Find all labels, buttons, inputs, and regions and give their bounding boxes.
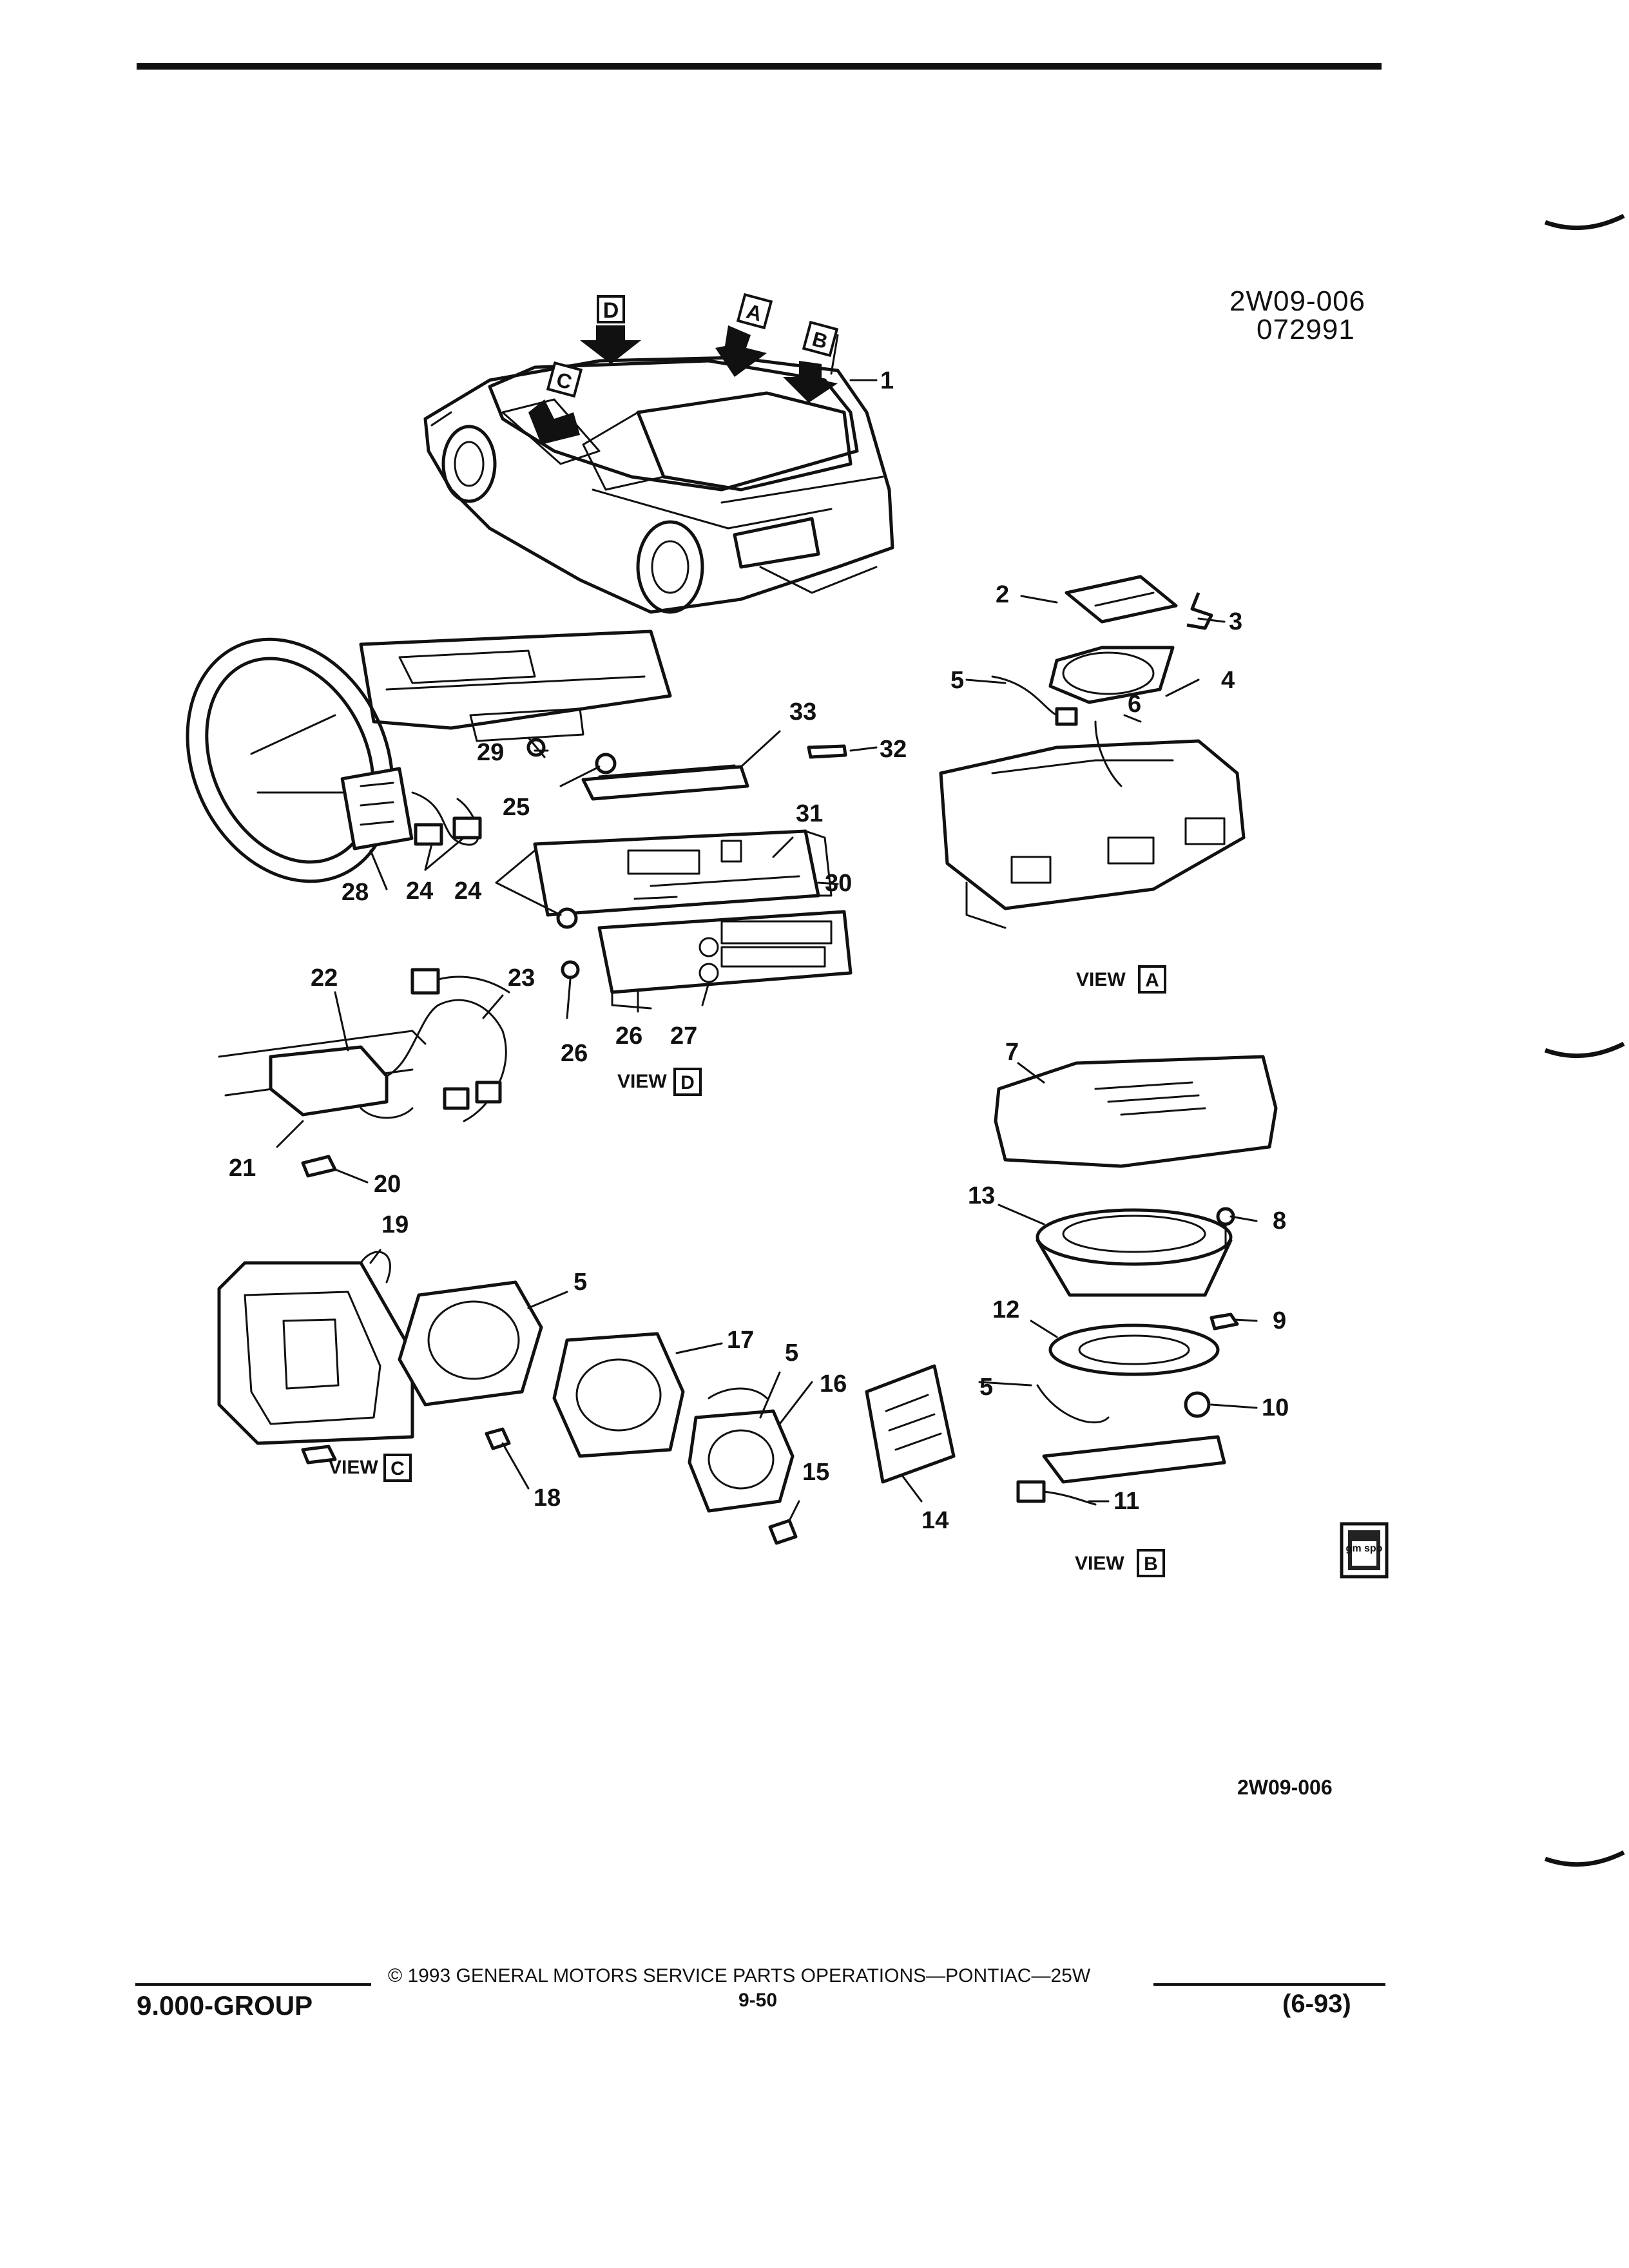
view-labels: VIEW A VIEW B VIEW C VIEW D	[329, 965, 1166, 1577]
callout: 27	[670, 1023, 697, 1050]
callout: 10	[1262, 1394, 1289, 1421]
callout: 2	[996, 581, 1009, 608]
view-label-c-word: VIEW	[329, 1457, 378, 1478]
callout: 26	[561, 1040, 588, 1067]
view-label-b-letter: B	[1144, 1553, 1158, 1575]
view-a-speaker-illustration	[939, 575, 1246, 929]
date-code: 072991	[1257, 314, 1355, 345]
callout: 9	[1273, 1307, 1286, 1334]
control-module-illustration	[218, 968, 510, 1178]
callout: 21	[229, 1155, 256, 1182]
callout: 32	[880, 736, 907, 763]
view-label-d-letter: D	[680, 1072, 695, 1093]
callout: 5	[785, 1340, 798, 1367]
footer-rule-left	[135, 1983, 371, 1986]
callout: 26	[615, 1023, 642, 1050]
view-label-a-letter: A	[1145, 970, 1159, 991]
gm-spo-logo-text: gm spo	[1346, 1543, 1383, 1554]
callout: 20	[374, 1171, 401, 1198]
callout: 17	[727, 1327, 754, 1354]
figure-footer-code: 2W09-006	[1237, 1776, 1333, 1799]
arrow-letter-d: D	[603, 298, 619, 323]
callout: 8	[1273, 1207, 1286, 1235]
callout: 30	[825, 870, 852, 897]
view-c-door-illustration	[217, 1251, 798, 1545]
callout: 29	[477, 739, 504, 766]
callout: 16	[820, 1370, 847, 1398]
callout: 7	[1005, 1039, 1019, 1066]
view-label-b-word: VIEW	[1075, 1553, 1124, 1574]
callout: 15	[802, 1459, 829, 1486]
footer-page-number: 9-50	[738, 1990, 778, 2011]
callout: 13	[968, 1182, 995, 1209]
callout: 5	[979, 1374, 993, 1401]
leader-lines	[276, 379, 1258, 1522]
callout: 11	[1113, 1488, 1139, 1515]
footer-rule-right	[1153, 1983, 1385, 1986]
callout: 28	[342, 879, 369, 906]
callout: 25	[503, 794, 530, 821]
footer-copyright: © 1993 GENERAL MOTORS SERVICE PARTS OPER…	[388, 1965, 1091, 1986]
view-arrows: D A B C	[528, 293, 839, 445]
callout: 3	[1229, 608, 1242, 635]
footer-revision: (6-93)	[1282, 1990, 1351, 2018]
callout: 23	[508, 965, 535, 992]
callout: 24	[406, 878, 433, 905]
callout: 24	[454, 878, 481, 905]
view-label-c-letter: C	[390, 1458, 405, 1479]
scan-edge-marks	[1544, 213, 1625, 1867]
callout: 5	[950, 667, 964, 694]
callout: 12	[992, 1296, 1019, 1323]
gm-spo-logo: gm spo	[1340, 1522, 1389, 1579]
figure-code: 2W09-006	[1229, 285, 1366, 317]
callout: 14	[921, 1507, 949, 1534]
footer-group: 9.000-GROUP	[137, 1990, 313, 2021]
callout: 1	[880, 367, 894, 394]
callout: 4	[1221, 667, 1235, 694]
car-illustration	[423, 334, 894, 614]
view-label-a-word: VIEW	[1076, 969, 1126, 990]
view-label-d-word: VIEW	[617, 1071, 667, 1092]
dashboard-illustration	[186, 629, 853, 1010]
top-rule	[137, 63, 1382, 70]
callout: 19	[381, 1211, 409, 1238]
callout: 33	[789, 698, 816, 726]
callout: 31	[796, 800, 823, 827]
callout-numbers: 1 2 3 4 5 6 5 7 8 9 10 11 12 13 5 14 15 …	[229, 367, 1289, 1534]
view-b-speaker-illustration	[865, 1055, 1278, 1506]
callout: 18	[534, 1485, 561, 1512]
callout: 6	[1128, 691, 1141, 718]
callout: 22	[311, 965, 338, 992]
callout: 5	[574, 1269, 587, 1296]
